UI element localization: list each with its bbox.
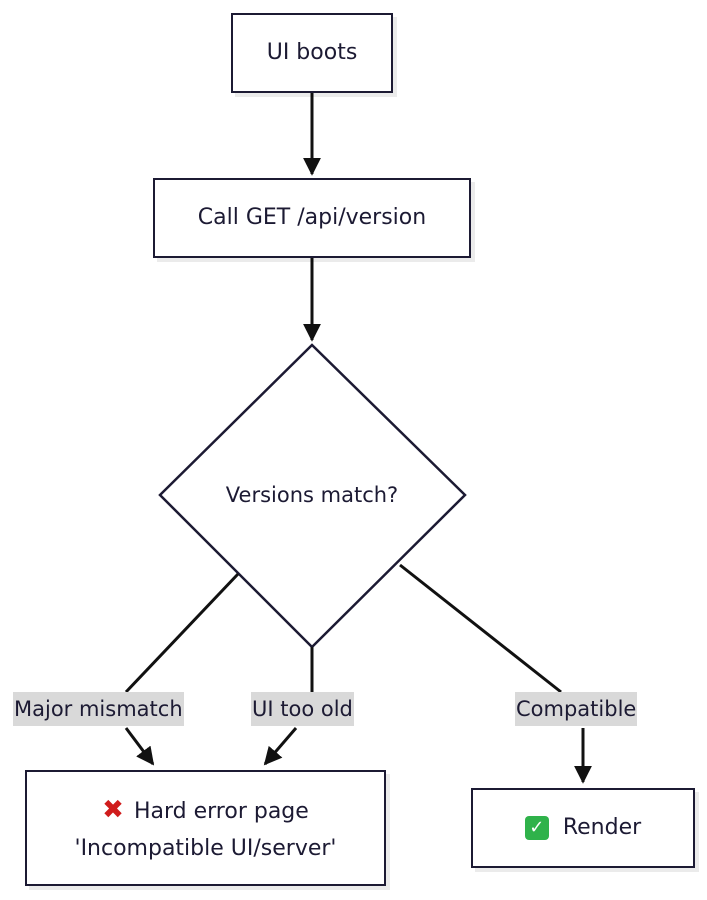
edge-compatible-upper: [399, 563, 562, 694]
decision-label: Versions match?: [225, 483, 399, 507]
node-ui-boots-label: UI boots: [266, 40, 358, 66]
edge-major-mismatch-upper: [124, 572, 240, 694]
node-call-version: Call GET /api/version: [153, 178, 471, 258]
check-mark-icon: ✓: [524, 816, 549, 840]
edge-ui-too-old-lower: [263, 727, 298, 766]
edge-label-major-mismatch: Major mismatch: [13, 692, 184, 726]
node-hard-error-line2: 'Incompatible UI/server': [74, 836, 337, 862]
node-hard-error-line1: Hard error page: [133, 798, 309, 824]
node-call-version-label: Call GET /api/version: [197, 205, 427, 231]
edge-major-mismatch-lower: [124, 727, 155, 766]
edge-label-compatible: Compatible: [515, 692, 638, 726]
cross-mark-icon: ✖: [102, 794, 124, 825]
node-render-label: Render: [562, 815, 642, 841]
node-ui-boots: UI boots: [231, 13, 393, 93]
node-render: ✓ Render: [471, 788, 695, 868]
node-hard-error: ✖ Hard error page 'Incompatible UI/server…: [25, 770, 386, 886]
edge-label-ui-too-old: UI too old: [251, 692, 354, 726]
